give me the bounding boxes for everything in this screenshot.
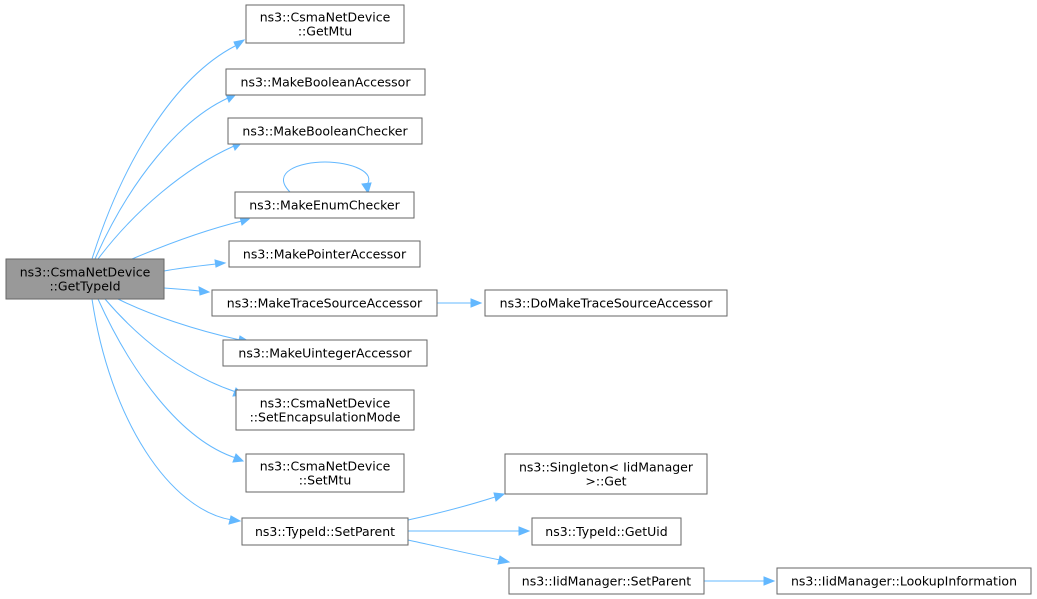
node-mkboolchk[interactable]: ns3::MakeBooleanChecker	[227, 117, 423, 145]
node-label-line: ns3::TypeId::SetParent	[255, 524, 395, 539]
node-label-line: ns3::DoMakeTraceSourceAccessor	[500, 296, 714, 311]
edge-line	[97, 298, 237, 459]
edge-line	[163, 287, 201, 292]
edge-line	[97, 145, 235, 260]
node-mkenumchk[interactable]: ns3::MakeEnumChecker	[234, 191, 415, 219]
edge-mktraceacc-to-domktraceacc	[437, 298, 483, 308]
node-label-line: ::GetTypeId	[49, 279, 120, 294]
arrowhead-icon	[198, 286, 211, 296]
node-label-line: ns3::MakeUintegerAccessor	[238, 346, 412, 361]
node-box	[776, 567, 1032, 595]
node-getmtu[interactable]: ns3::CsmaNetDevice::GetMtu	[245, 4, 405, 44]
node-mkuintacc[interactable]: ns3::MakeUintegerAccessor	[222, 339, 428, 367]
arrowhead-icon	[214, 259, 227, 268]
arrowhead-icon	[233, 39, 246, 50]
node-typeidsetparent[interactable]: ns3::TypeId::SetParent	[241, 517, 409, 546]
node-label-line: ns3::MakeBooleanAccessor	[241, 75, 412, 90]
node-box	[222, 339, 428, 367]
edge-typeidsetparent-to-typeidgetuid	[408, 526, 531, 536]
edge-iidsetparent-to-iidlookup	[704, 576, 776, 586]
node-label-line: ::SetMtu	[299, 473, 352, 488]
node-box	[245, 4, 405, 44]
node-label-line: ::SetEncapsulationMode	[250, 410, 401, 425]
edge-line	[131, 220, 243, 260]
edge-typeidsetparent-to-iidsetparent	[407, 539, 511, 565]
arrowhead-icon	[497, 555, 511, 565]
node-label-line: ns3::CsmaNetDevice	[260, 10, 391, 25]
node-mkptracc[interactable]: ns3::MakePointerAccessor	[228, 240, 421, 268]
edge-mkenumchk-to-mkenumchk	[283, 161, 372, 195]
arrowhead-icon	[763, 576, 776, 586]
node-root[interactable]: ns3::CsmaNetDevice::GetTypeId	[5, 258, 165, 300]
node-label-line: ::GetMtu	[298, 24, 352, 39]
edge-line	[94, 97, 229, 260]
nodes-layer: ns3::CsmaNetDevice::GetTypeIdns3::CsmaNe…	[5, 4, 1032, 595]
node-box	[5, 258, 165, 300]
arrowhead-icon	[493, 492, 506, 502]
node-setencap[interactable]: ns3::CsmaNetDevice::SetEncapsulationMode	[235, 389, 415, 431]
arrowhead-icon	[518, 526, 531, 536]
edge-typeidsetparent-to-singletonget	[407, 492, 506, 521]
node-label-line: ns3::MakeEnumChecker	[249, 198, 400, 213]
node-typeidgetuid[interactable]: ns3::TypeId::GetUid	[531, 517, 682, 546]
node-label-line: ns3::MakePointerAccessor	[243, 247, 407, 262]
edge-line	[104, 298, 237, 393]
node-label-line: ns3::Singleton< IidManager	[519, 460, 694, 475]
edge-root-to-mkboolacc	[94, 93, 238, 260]
arrowhead-icon	[228, 515, 242, 525]
node-domktraceacc[interactable]: ns3::DoMakeTraceSourceAccessor	[484, 289, 728, 317]
edge-root-to-mkboolchk	[97, 141, 244, 260]
node-label-line: ns3::CsmaNetDevice	[260, 459, 391, 474]
node-mktraceacc[interactable]: ns3::MakeTraceSourceAccessor	[211, 289, 438, 317]
node-box	[531, 517, 682, 546]
edge-line	[163, 263, 217, 272]
node-label-line: ns3::IidManager::LookupInformation	[791, 574, 1017, 589]
edge-root-to-getmtu	[91, 39, 246, 260]
node-label-line: ns3::TypeId::GetUid	[545, 524, 667, 539]
node-box	[235, 389, 415, 431]
node-box	[225, 68, 426, 96]
arrowhead-icon	[232, 453, 245, 463]
node-iidsetparent[interactable]: ns3::IidManager::SetParent	[508, 567, 705, 595]
node-iidlookup[interactable]: ns3::IidManager::LookupInformation	[776, 567, 1032, 595]
node-label-line: ns3::CsmaNetDevice	[260, 396, 391, 411]
node-box	[211, 289, 438, 317]
edge-line	[91, 45, 236, 260]
node-label-line: ns3::IidManager::SetParent	[522, 574, 692, 589]
node-mkboolacc[interactable]: ns3::MakeBooleanAccessor	[225, 68, 426, 96]
node-box	[227, 117, 423, 145]
edge-root-to-typeidsetparent	[91, 298, 242, 525]
edge-root-to-mktraceacc	[163, 286, 211, 296]
node-box	[228, 240, 421, 268]
edge-root-to-mkptracc	[163, 259, 227, 272]
edge-line	[407, 539, 501, 561]
node-box	[234, 191, 415, 219]
edge-line	[283, 161, 370, 193]
node-setmtu[interactable]: ns3::CsmaNetDevice::SetMtu	[245, 453, 405, 493]
node-label-line: ns3::MakeTraceSourceAccessor	[227, 296, 423, 311]
edge-line	[407, 496, 496, 521]
node-box	[508, 567, 705, 595]
node-singletonget[interactable]: ns3::Singleton< IidManager>::Get	[504, 453, 708, 495]
node-box	[504, 453, 708, 495]
node-box	[484, 289, 728, 317]
arrowhead-icon	[470, 298, 483, 308]
node-label-line: >::Get	[585, 474, 626, 489]
arrowhead-icon	[361, 182, 372, 195]
node-label-line: ns3::CsmaNetDevice	[20, 265, 151, 280]
node-box	[241, 517, 409, 546]
edge-root-to-setmtu	[97, 298, 245, 463]
node-label-line: ns3::MakeBooleanChecker	[242, 124, 408, 139]
edge-line	[117, 298, 241, 341]
node-box	[245, 453, 405, 493]
edge-line	[91, 298, 233, 521]
